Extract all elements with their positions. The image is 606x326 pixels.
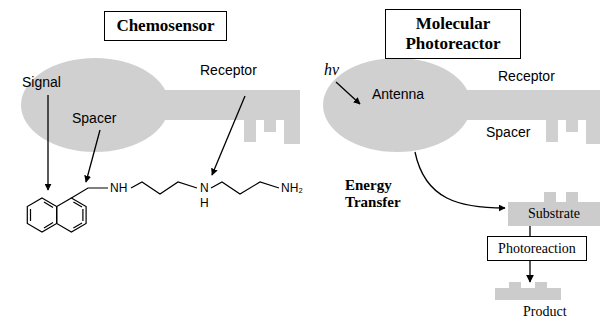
part-label: Signal <box>22 74 61 91</box>
node-text: Photoreaction <box>498 240 576 258</box>
node-text: Chemosensor <box>116 16 214 36</box>
atom-label: NH₂ <box>281 181 303 195</box>
connector <box>529 261 530 282</box>
atom-label: H <box>200 196 209 210</box>
leader-arrows <box>48 82 505 208</box>
part-label: Spacer <box>486 124 530 141</box>
piece-outline <box>508 192 600 226</box>
part-label: Spacer <box>72 110 116 127</box>
atom-label: N <box>200 181 209 195</box>
key-shape <box>323 58 600 152</box>
substrate-piece: Substrate <box>508 192 600 226</box>
title-box: Molecular Photoreactor <box>385 9 521 59</box>
key-shape <box>21 58 300 152</box>
process-box: Photoreaction <box>487 236 587 261</box>
part-label: Receptor <box>200 62 257 79</box>
part-label: Receptor <box>498 68 555 85</box>
part-label: Antenna <box>372 86 424 103</box>
connector <box>529 226 530 236</box>
title-box: Chemosensor <box>104 11 227 41</box>
piece-outline <box>495 282 561 300</box>
process-label: Energy Transfer <box>345 177 420 211</box>
node-text: Substrate <box>528 205 580 223</box>
product-piece: Product <box>495 282 595 321</box>
molecule-bonds <box>27 182 279 232</box>
node-text: Product <box>523 303 567 321</box>
light-symbol: hν <box>324 61 339 79</box>
piece-shape <box>495 282 561 300</box>
node-text: Molecular Photoreactor <box>397 14 509 54</box>
atom-label: NH <box>110 181 127 195</box>
